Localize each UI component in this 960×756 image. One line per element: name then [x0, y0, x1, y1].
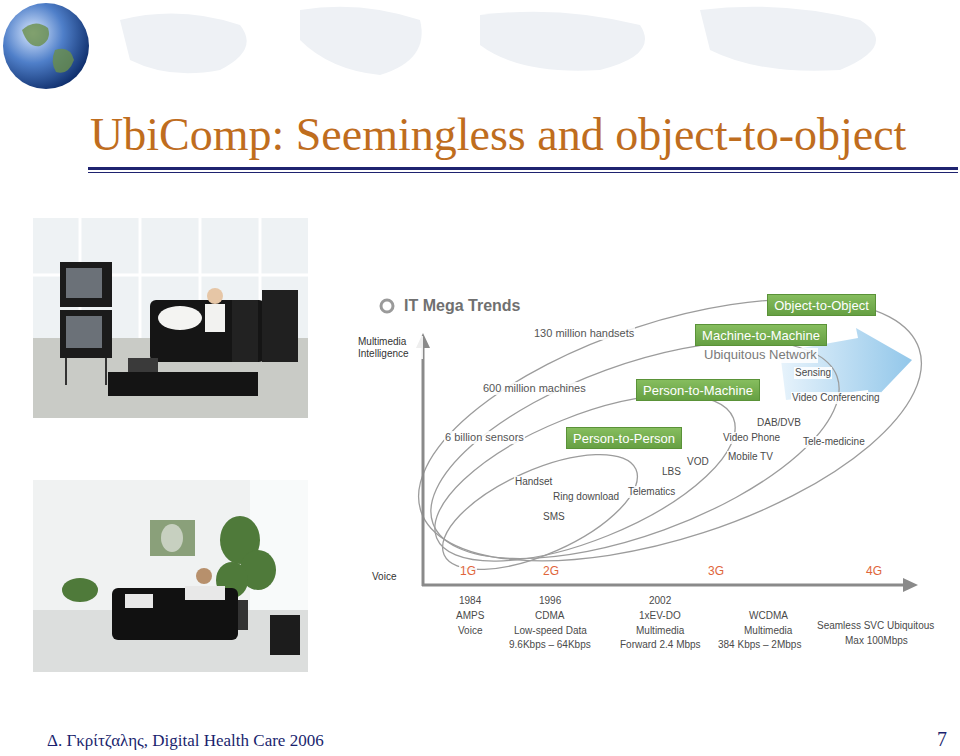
chart-label: AMPS: [455, 610, 485, 622]
chart-label: 130 million handsets: [533, 327, 635, 340]
trend-box: Object-to-Object: [767, 294, 876, 316]
trend-box: Person-to-Person: [566, 427, 682, 449]
chart-label: SMS: [542, 511, 566, 523]
chart-label: 6 billion sensors: [444, 431, 525, 444]
chart-label: VOD: [686, 456, 710, 468]
chart-label: Handset: [514, 476, 553, 488]
chart-label: Multimedia: [635, 625, 685, 637]
slide-title: UbiComp: Seemingless and object-to-objec…: [90, 108, 906, 161]
chart-label: Multimedia: [743, 625, 793, 637]
footer-text: 7: [937, 728, 947, 751]
chart-label: Voice: [457, 625, 483, 637]
trend-box: Machine-to-Machine: [695, 324, 827, 346]
chart-label: 600 million machines: [482, 382, 587, 395]
chart-label: 2G: [542, 565, 560, 579]
trend-chart: [381, 246, 953, 613]
living-room-photo: [33, 218, 308, 418]
chart-label: Ubiquitous Network: [703, 348, 818, 363]
chart-label: WCDMA: [748, 610, 789, 622]
chart-label: 384 Kbps – 2Mbps: [717, 639, 802, 651]
footer-text: Δ. Γκρίτζαλης, Digital Health Care 2006: [47, 731, 324, 751]
chart-label: Video Conferencing: [791, 392, 881, 404]
chart-label: DAB/DVB: [756, 417, 802, 429]
chart-label: Max 100Mbps: [844, 635, 909, 647]
globe-icon: [3, 3, 89, 89]
chart-label: Mobile TV: [727, 451, 774, 463]
chart-label: 3G: [707, 565, 725, 579]
title-rule: [88, 167, 958, 170]
chart-label: Seamless SVC Ubiquitous: [816, 620, 935, 632]
chart-label: IT Mega Trends: [403, 297, 521, 315]
chart-label: LBS: [661, 466, 682, 478]
map-band: [120, 7, 876, 75]
chart-label: 1G: [459, 565, 477, 579]
trend-box: Person-to-Machine: [636, 379, 760, 401]
chart-label: CDMA: [534, 610, 565, 622]
chart-label: 1984: [458, 595, 482, 607]
chart-label: 2002: [648, 595, 672, 607]
chart-label: 4G: [865, 565, 883, 579]
box-label: Person-to-Person: [567, 431, 681, 446]
box-label: Machine-to-Machine: [696, 328, 826, 343]
chart-label: Telematics: [627, 486, 676, 498]
chart-label: Forward 2.4 Mbps: [619, 639, 702, 651]
chart-label: Multimedia Intelligence: [357, 336, 423, 359]
chart-label: Voice: [371, 571, 397, 583]
living-room-photo: [33, 480, 308, 672]
chart-label: Video Phone: [722, 432, 781, 444]
box-label: Person-to-Machine: [637, 383, 759, 398]
chart-label: Low-speed Data: [513, 625, 588, 637]
chart-label: 1xEV-DO: [638, 610, 682, 622]
box-label: Object-to-Object: [768, 298, 875, 313]
chart-label: Tele-medicine: [802, 436, 866, 448]
chart-label: 9.6Kbps – 64Kbps: [508, 639, 592, 651]
chart-label: Sensing: [794, 367, 832, 379]
chart-label: Ring download: [552, 491, 620, 503]
chart-label: 1996: [538, 595, 562, 607]
title-rule: [88, 172, 958, 173]
